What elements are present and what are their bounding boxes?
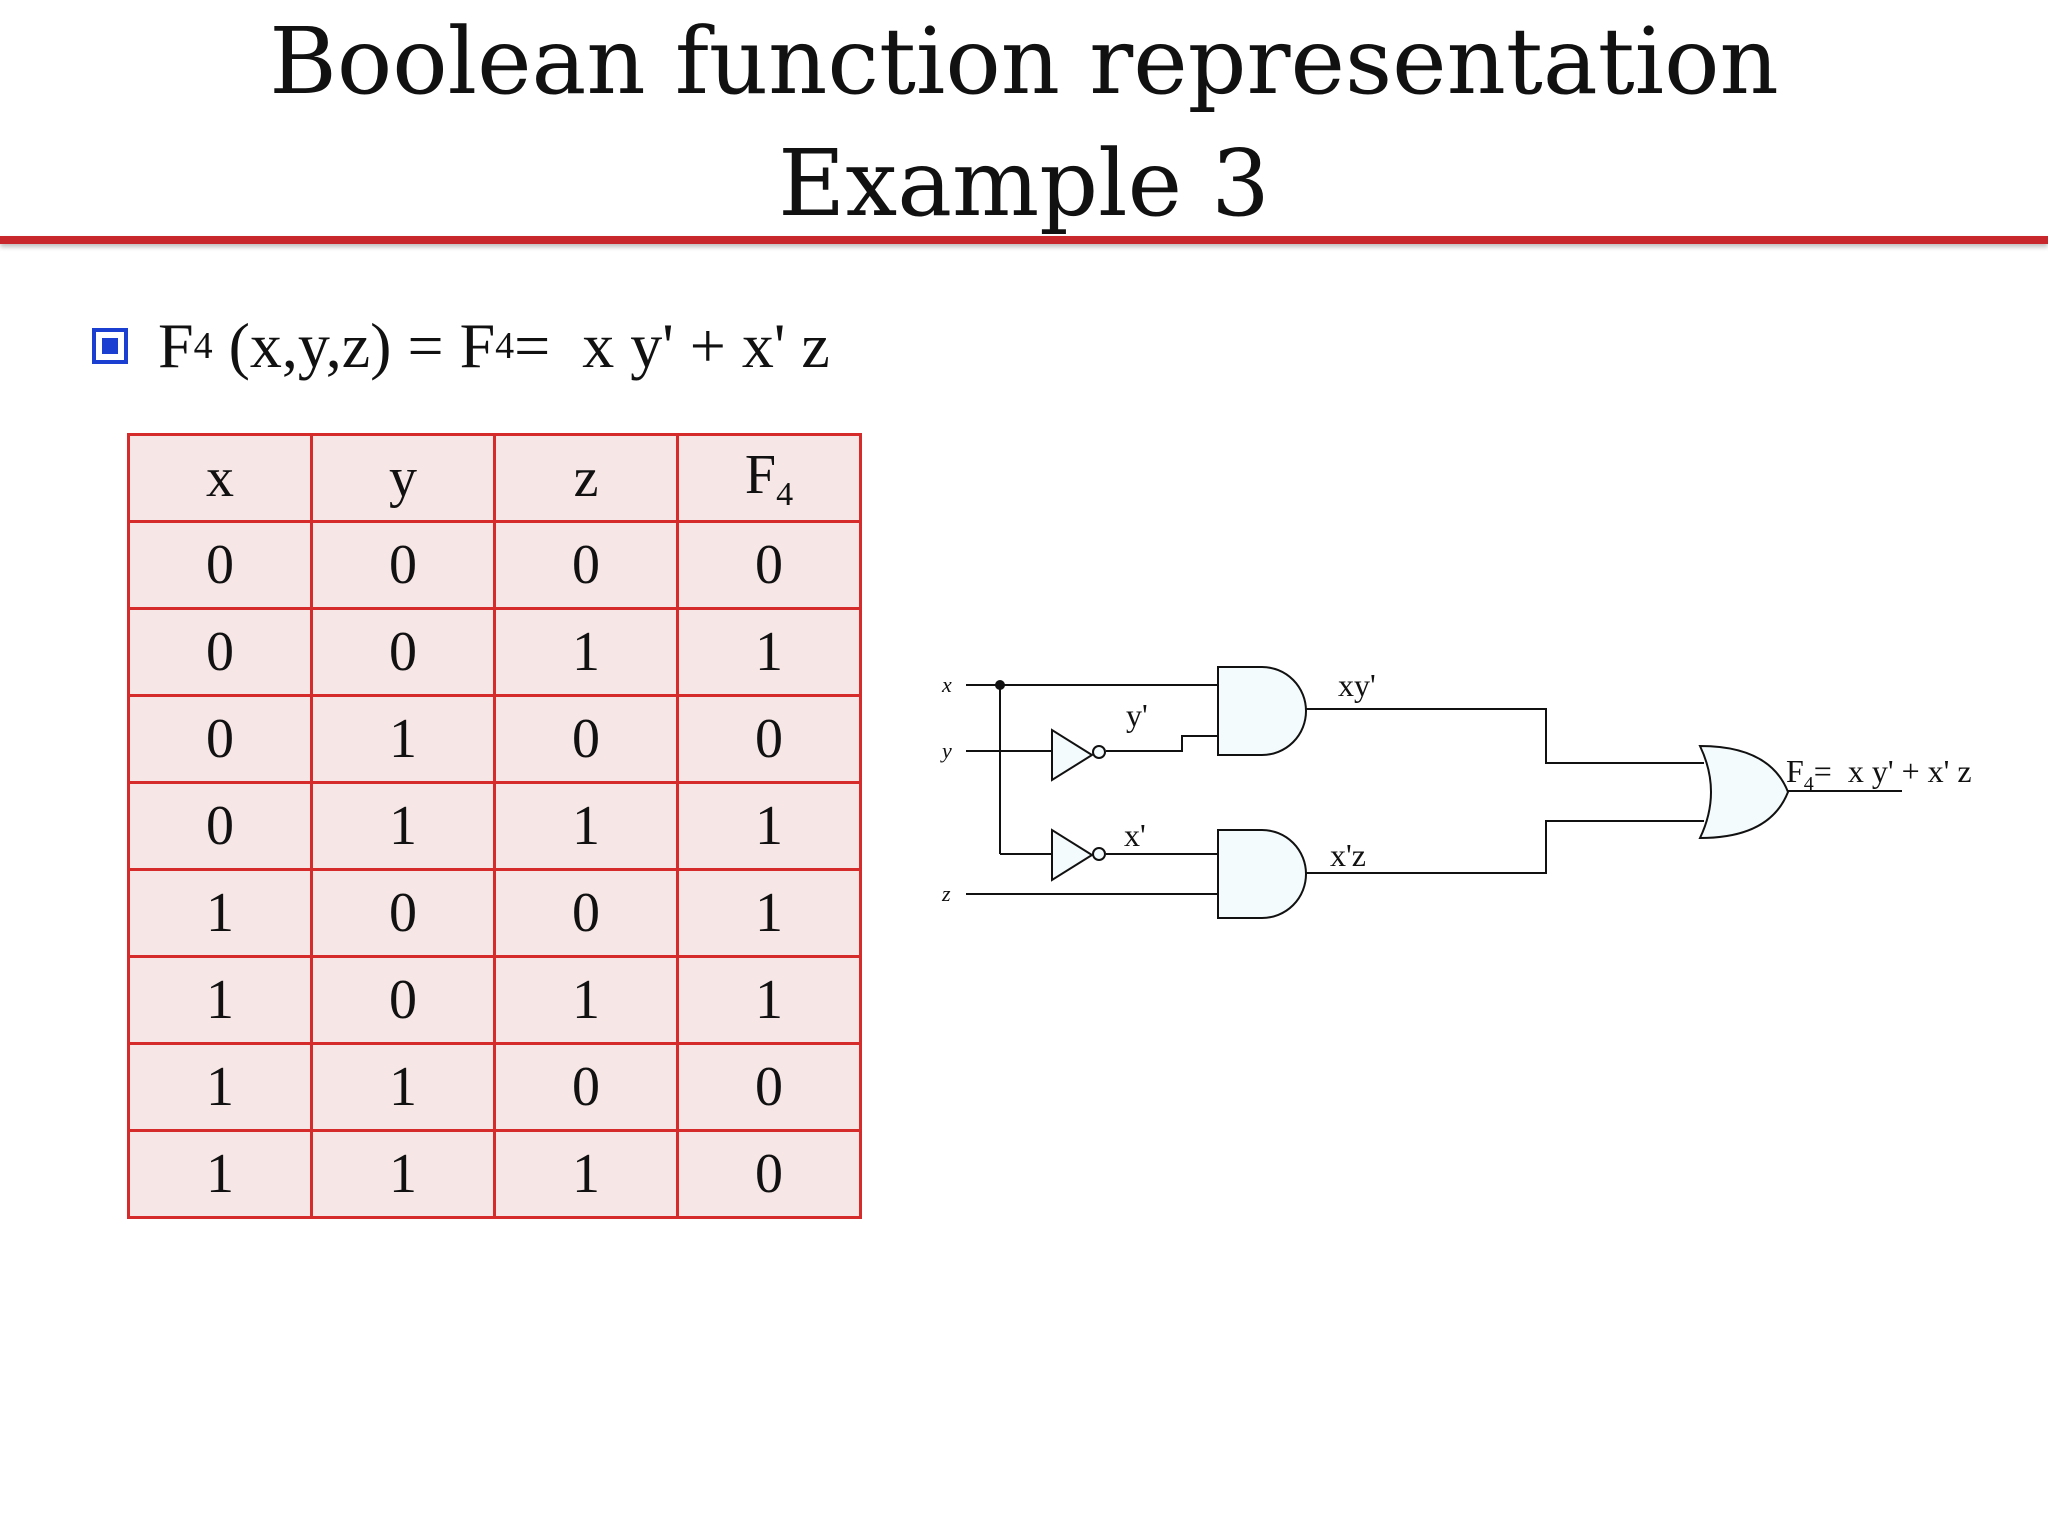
input-z-label: z [941,881,951,906]
truth-table-cell: 0 [676,694,862,784]
not-x-label: x' [1124,817,1146,853]
truth-table-cell: 1 [310,1042,496,1132]
output-label: F4= x y' + x' z [1786,753,1972,795]
truth-table-cell: 0 [127,694,313,784]
logic-circuit-diagram: x y z y' x' xy' x'z F4= x y' + x' z [940,666,1972,919]
truth-table-cell: 0 [127,781,313,871]
not-gate-y [1051,728,1106,782]
truth-table-cell: 0 [676,520,862,610]
slide-title-line-1: Boolean function representation [269,8,1779,115]
function-expression: = x y' + x' z [514,310,830,381]
header-y: y [310,433,496,523]
not-gate-x [1051,828,1106,882]
output-name: F [1786,753,1804,789]
wire-and1-to-or [1306,708,1704,764]
truth-table-cell: 0 [676,1129,862,1219]
truth-table-cell: 0 [493,520,679,610]
truth-table-cell: 0 [493,1042,679,1132]
function-subscript: 4 [193,325,213,367]
truth-table-cell: 1 [676,607,862,697]
output-subscript: 4 [1804,773,1814,795]
bullet-square-icon [92,328,128,364]
and1-output-label: xy' [1338,667,1376,703]
input-y-label: y [940,738,952,763]
function-name: F [158,310,194,381]
truth-table-cell: 0 [127,520,313,610]
or-gate [1698,744,1790,840]
truth-table-cell: 0 [493,868,679,958]
truth-table-cell: 1 [127,868,313,958]
wire-and2-to-or [1306,820,1704,874]
function-args: (x,y,z) = F [228,310,496,381]
truth-table-cell: 1 [127,955,313,1045]
header-output: F4 [676,433,862,523]
input-x-label: x [941,672,952,697]
and-gate-2 [1217,829,1307,919]
truth-table-cell: 0 [310,607,496,697]
truth-table-cell: 1 [676,781,862,871]
truth-table-cell: 0 [493,694,679,784]
truth-table-cell: 1 [310,781,496,871]
title-divider [0,236,2048,244]
truth-table-cell: 1 [493,955,679,1045]
truth-table-cell: 0 [310,868,496,958]
header-output-name: F [744,443,777,506]
header-output-subscript: 4 [776,475,794,513]
junction-dot [995,680,1005,690]
truth-table-cell: 0 [310,955,496,1045]
truth-table-cell: 1 [310,694,496,784]
output-expression: = x y' + x' z [1814,753,1972,789]
truth-table-cell: 1 [493,1129,679,1219]
truth-table-cell: 1 [127,1129,313,1219]
truth-table-cell: 0 [676,1042,862,1132]
header-x: x [127,433,313,523]
truth-table-cell: 0 [310,520,496,610]
truth-table-cell: 1 [127,1042,313,1132]
slide-title-line-2: Example 3 [778,130,1270,237]
not-y-label: y' [1126,697,1148,733]
truth-table-cell: 0 [127,607,313,697]
and-gate-1 [1217,666,1307,756]
wire-not-y-output [1106,735,1218,752]
truth-table-cell: 1 [310,1129,496,1219]
and2-output-label: x'z [1330,837,1366,873]
truth-table-cell: 1 [676,868,862,958]
truth-table-cell: 1 [493,607,679,697]
function-eq-subscript: 4 [495,325,515,367]
truth-table-cell: 1 [676,955,862,1045]
header-z: z [493,433,679,523]
truth-table-header-row: x y z F4 [127,433,862,523]
truth-table-cell: 1 [493,781,679,871]
